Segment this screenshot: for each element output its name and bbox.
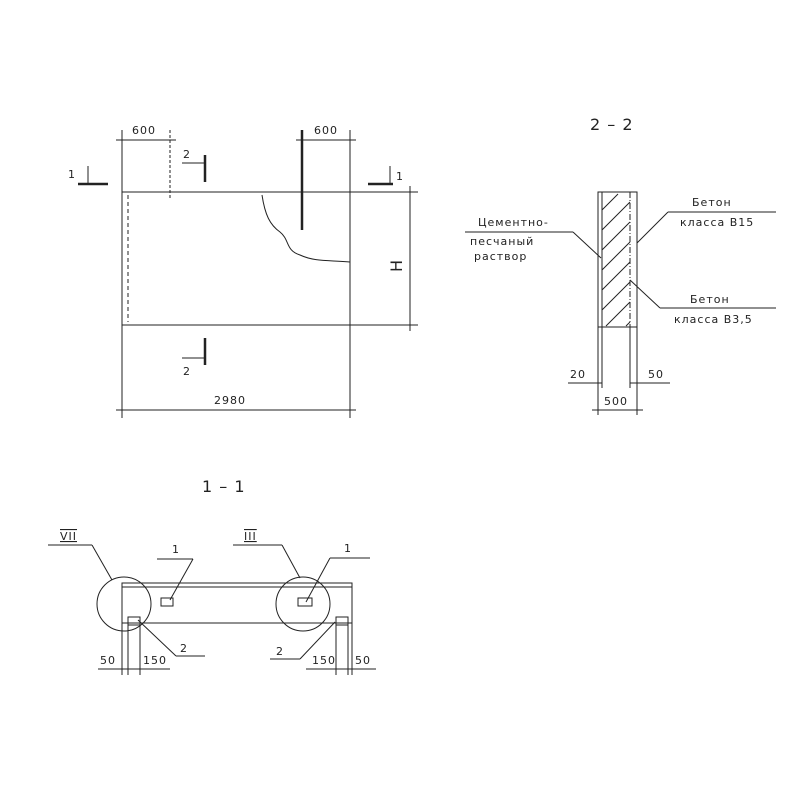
- section-1-1-title: 1 – 1: [202, 477, 246, 496]
- mortar-label-1: Цементно-: [478, 216, 549, 229]
- mortar-label-2: песчаный: [470, 235, 534, 248]
- wall-panel-outline: [121, 191, 351, 326]
- node-circle-right: [275, 576, 331, 632]
- mark-1-right: 1: [344, 542, 352, 555]
- dim-150-right: 150: [312, 654, 336, 667]
- cut-1-label-right: 1: [396, 170, 404, 183]
- dim-600-left: 600: [132, 124, 156, 137]
- cut-1-label-left: 1: [68, 168, 76, 181]
- leader-b35-diag: [629, 279, 661, 309]
- node-circle-left: [96, 576, 152, 632]
- node-label-vii: VII: [60, 530, 77, 543]
- cut-2-label-bottom: 2: [183, 365, 191, 378]
- section-2-2-outline: [597, 191, 638, 328]
- dim-500: 500: [604, 395, 628, 408]
- dim-50-right: 50: [355, 654, 371, 667]
- leader-iii-diag: [281, 544, 301, 579]
- mark-1-left: 1: [172, 543, 180, 556]
- b35-label-1: Бетон: [690, 293, 730, 306]
- section-2-2-title: 2 – 2: [590, 115, 634, 134]
- leader-2-left-diag: [137, 619, 177, 657]
- dim-length: 2980: [214, 394, 246, 407]
- leader-mortar-diag: [572, 231, 602, 259]
- leader-vii-diag: [91, 544, 113, 581]
- leader-1-right-diag: [305, 557, 331, 603]
- mark-2-right: 2: [276, 645, 284, 658]
- dim-600-right: 600: [314, 124, 338, 137]
- b15-label-2: класса В15: [680, 216, 754, 229]
- support-left: [127, 616, 141, 626]
- node-label-iii: III: [244, 530, 257, 543]
- mark-2-left: 2: [180, 642, 188, 655]
- dim-150-left: 150: [143, 654, 167, 667]
- mortar-label-3: раствор: [474, 250, 527, 263]
- section-2-2: 2 – 2 Цементно- песчаный раствор Бетон к…: [465, 115, 776, 415]
- leader-1-left-diag: [169, 558, 194, 601]
- dim-height: H: [387, 259, 406, 272]
- leader-b15-diag: [636, 211, 669, 244]
- embedded-part-right: [297, 597, 313, 607]
- b15-label-1: Бетон: [692, 196, 732, 209]
- support-right: [335, 616, 349, 626]
- dim-50-left: 50: [100, 654, 116, 667]
- section-1-1-outline: [121, 582, 353, 624]
- section-1-1: 1 – 1 VII III 1 1 2 2 50 150: [48, 477, 376, 675]
- b35-label-2: класса В3,5: [674, 313, 753, 326]
- cut-2-label-top: 2: [183, 148, 191, 161]
- elevation-view: 600 600 1 1 2 2 H 2980: [68, 124, 418, 418]
- dim-50: 50: [648, 368, 664, 381]
- embedded-part-left: [160, 597, 174, 607]
- leader-2-right-diag: [299, 621, 336, 660]
- hatching: [601, 193, 631, 327]
- dim-20: 20: [570, 368, 586, 381]
- break-line: [261, 194, 351, 263]
